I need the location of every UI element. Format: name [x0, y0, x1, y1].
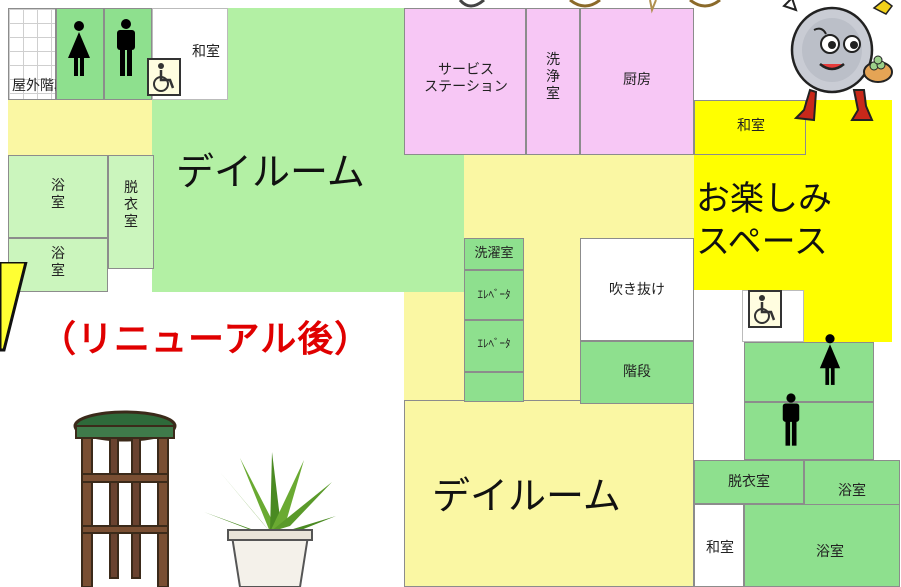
service-station [404, 8, 526, 155]
bath-1-label: 浴室 [51, 178, 65, 211]
renewal-caption: （リニューアル後） [40, 319, 372, 360]
bath-3-label: 浴室 [838, 483, 866, 499]
elevator-1 [464, 270, 524, 320]
female-toilet-icon [819, 334, 841, 385]
bath-2 [8, 238, 108, 292]
elevator-pit [464, 372, 524, 402]
outdoor-stairs-label: 屋外階段 [12, 78, 68, 94]
elevator-2-label: ｴﾚﾍﾞｰﾀ [477, 337, 511, 350]
washroom-label: 洗浄室 [546, 52, 560, 102]
wooden-stool [73, 410, 177, 587]
laundry-room-label: 洗濯室 [474, 246, 514, 261]
japanese-room-top-text: 和室 [192, 44, 220, 60]
kitchen-label: 厨房 [623, 72, 651, 88]
washroom [526, 8, 580, 155]
japanese-room-bottom [694, 504, 744, 587]
female-toilet-icon [68, 21, 90, 76]
wheelchair-icon [147, 58, 181, 96]
changing-room-right [694, 460, 804, 504]
day-room-bottom-label: デイルーム [432, 474, 621, 518]
changing-room-left [108, 155, 154, 269]
japanese-room-bottom-label: 和室 [706, 540, 734, 556]
service-station-label: サービス ステーション [424, 62, 508, 95]
mascot-character [782, 0, 894, 122]
bath-1 [8, 155, 108, 238]
male-toilet-icon [782, 393, 800, 446]
laundry-room [464, 238, 524, 270]
day-room-top-label: デイルーム [176, 150, 365, 194]
male-toilet-icon [117, 19, 135, 76]
decorative-loops [458, 0, 721, 14]
male-toilet-right [744, 402, 874, 460]
kitchen [580, 8, 694, 155]
day-room-extension [152, 155, 464, 292]
corridor-top-left [8, 100, 154, 155]
outdoor-stairs-area [8, 8, 56, 100]
stairs-label: 階段 [623, 364, 651, 380]
corridor-lower [404, 400, 694, 587]
wheelchair-icon [748, 290, 782, 328]
bath-4 [744, 504, 900, 587]
fun-space-lower [804, 288, 892, 342]
bath-2-label: 浴室 [51, 246, 65, 279]
changing-room-right-label: 脱衣室 [728, 474, 770, 490]
stairs [580, 341, 694, 404]
atrium [580, 238, 694, 341]
japanese-room-right [694, 100, 806, 155]
bath-4-label: 浴室 [816, 544, 844, 560]
elevator-2 [464, 320, 524, 372]
japanese-room-right-label: 和室 [737, 118, 765, 134]
potted-plant [204, 452, 336, 587]
female-toilet-right [744, 342, 874, 402]
callout-pointer [0, 262, 28, 352]
fun-space-label: お楽しみ スペース [696, 179, 832, 262]
changing-room-left-label: 脱衣室 [124, 180, 138, 230]
atrium-label: 吹き抜け [609, 282, 665, 298]
elevator-1-label: ｴﾚﾍﾞｰﾀ [477, 288, 511, 301]
